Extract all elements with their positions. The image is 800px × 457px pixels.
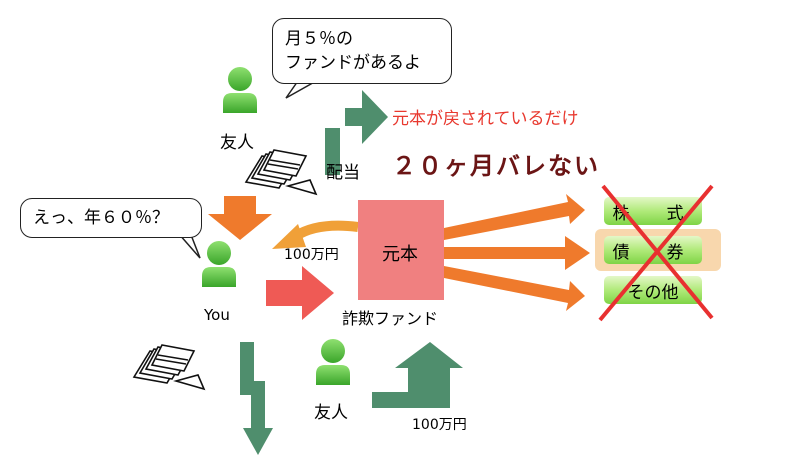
- pill-bonds: 債 券: [612, 242, 694, 263]
- pill-bg-bonds: [604, 236, 702, 264]
- label-principal: 元本: [382, 244, 418, 265]
- down-arrow-green: [240, 342, 273, 455]
- label-fund-name: 詐欺ファンド: [342, 309, 439, 328]
- arrow-to-others: [444, 266, 585, 311]
- label-amount-bottom: 100万円: [412, 417, 467, 433]
- speech-bubble-friend: 月５％の ファンドがあるよ: [272, 18, 452, 84]
- pill-others: その他: [627, 282, 679, 303]
- label-haito: 配当: [326, 163, 360, 183]
- dividend-arrow: [325, 90, 388, 144]
- label-friend-top: 友人: [220, 133, 254, 153]
- label-friend-bottom: 友人: [314, 403, 348, 423]
- arrow-to-bonds: [444, 236, 590, 270]
- down-arrow-orange: [208, 196, 272, 240]
- speech-bubble-you: えっ、年６０％？: [20, 198, 202, 238]
- invest-arrow-red: [266, 266, 334, 320]
- bubble-friend-line2: ファンドがあるよ: [285, 53, 421, 73]
- principal-box: [358, 200, 444, 300]
- x-mark-stroke-2: [598, 184, 714, 322]
- dividend-arrow-stem: [325, 128, 340, 175]
- label-notice: 元本が戻されているだけ: [392, 109, 579, 129]
- return-arrow-head: [272, 224, 306, 249]
- up-arrow-green: [372, 342, 463, 408]
- arrow-to-stocks: [444, 194, 585, 240]
- label-you: You: [204, 306, 230, 324]
- label-headline: ２０ヶ月バレない: [392, 152, 600, 180]
- label-amount-left: 100万円: [284, 247, 339, 263]
- bubble-friend-line1: 月５％の: [285, 29, 353, 49]
- bubble-you-text: えっ、年６０％？: [33, 208, 169, 228]
